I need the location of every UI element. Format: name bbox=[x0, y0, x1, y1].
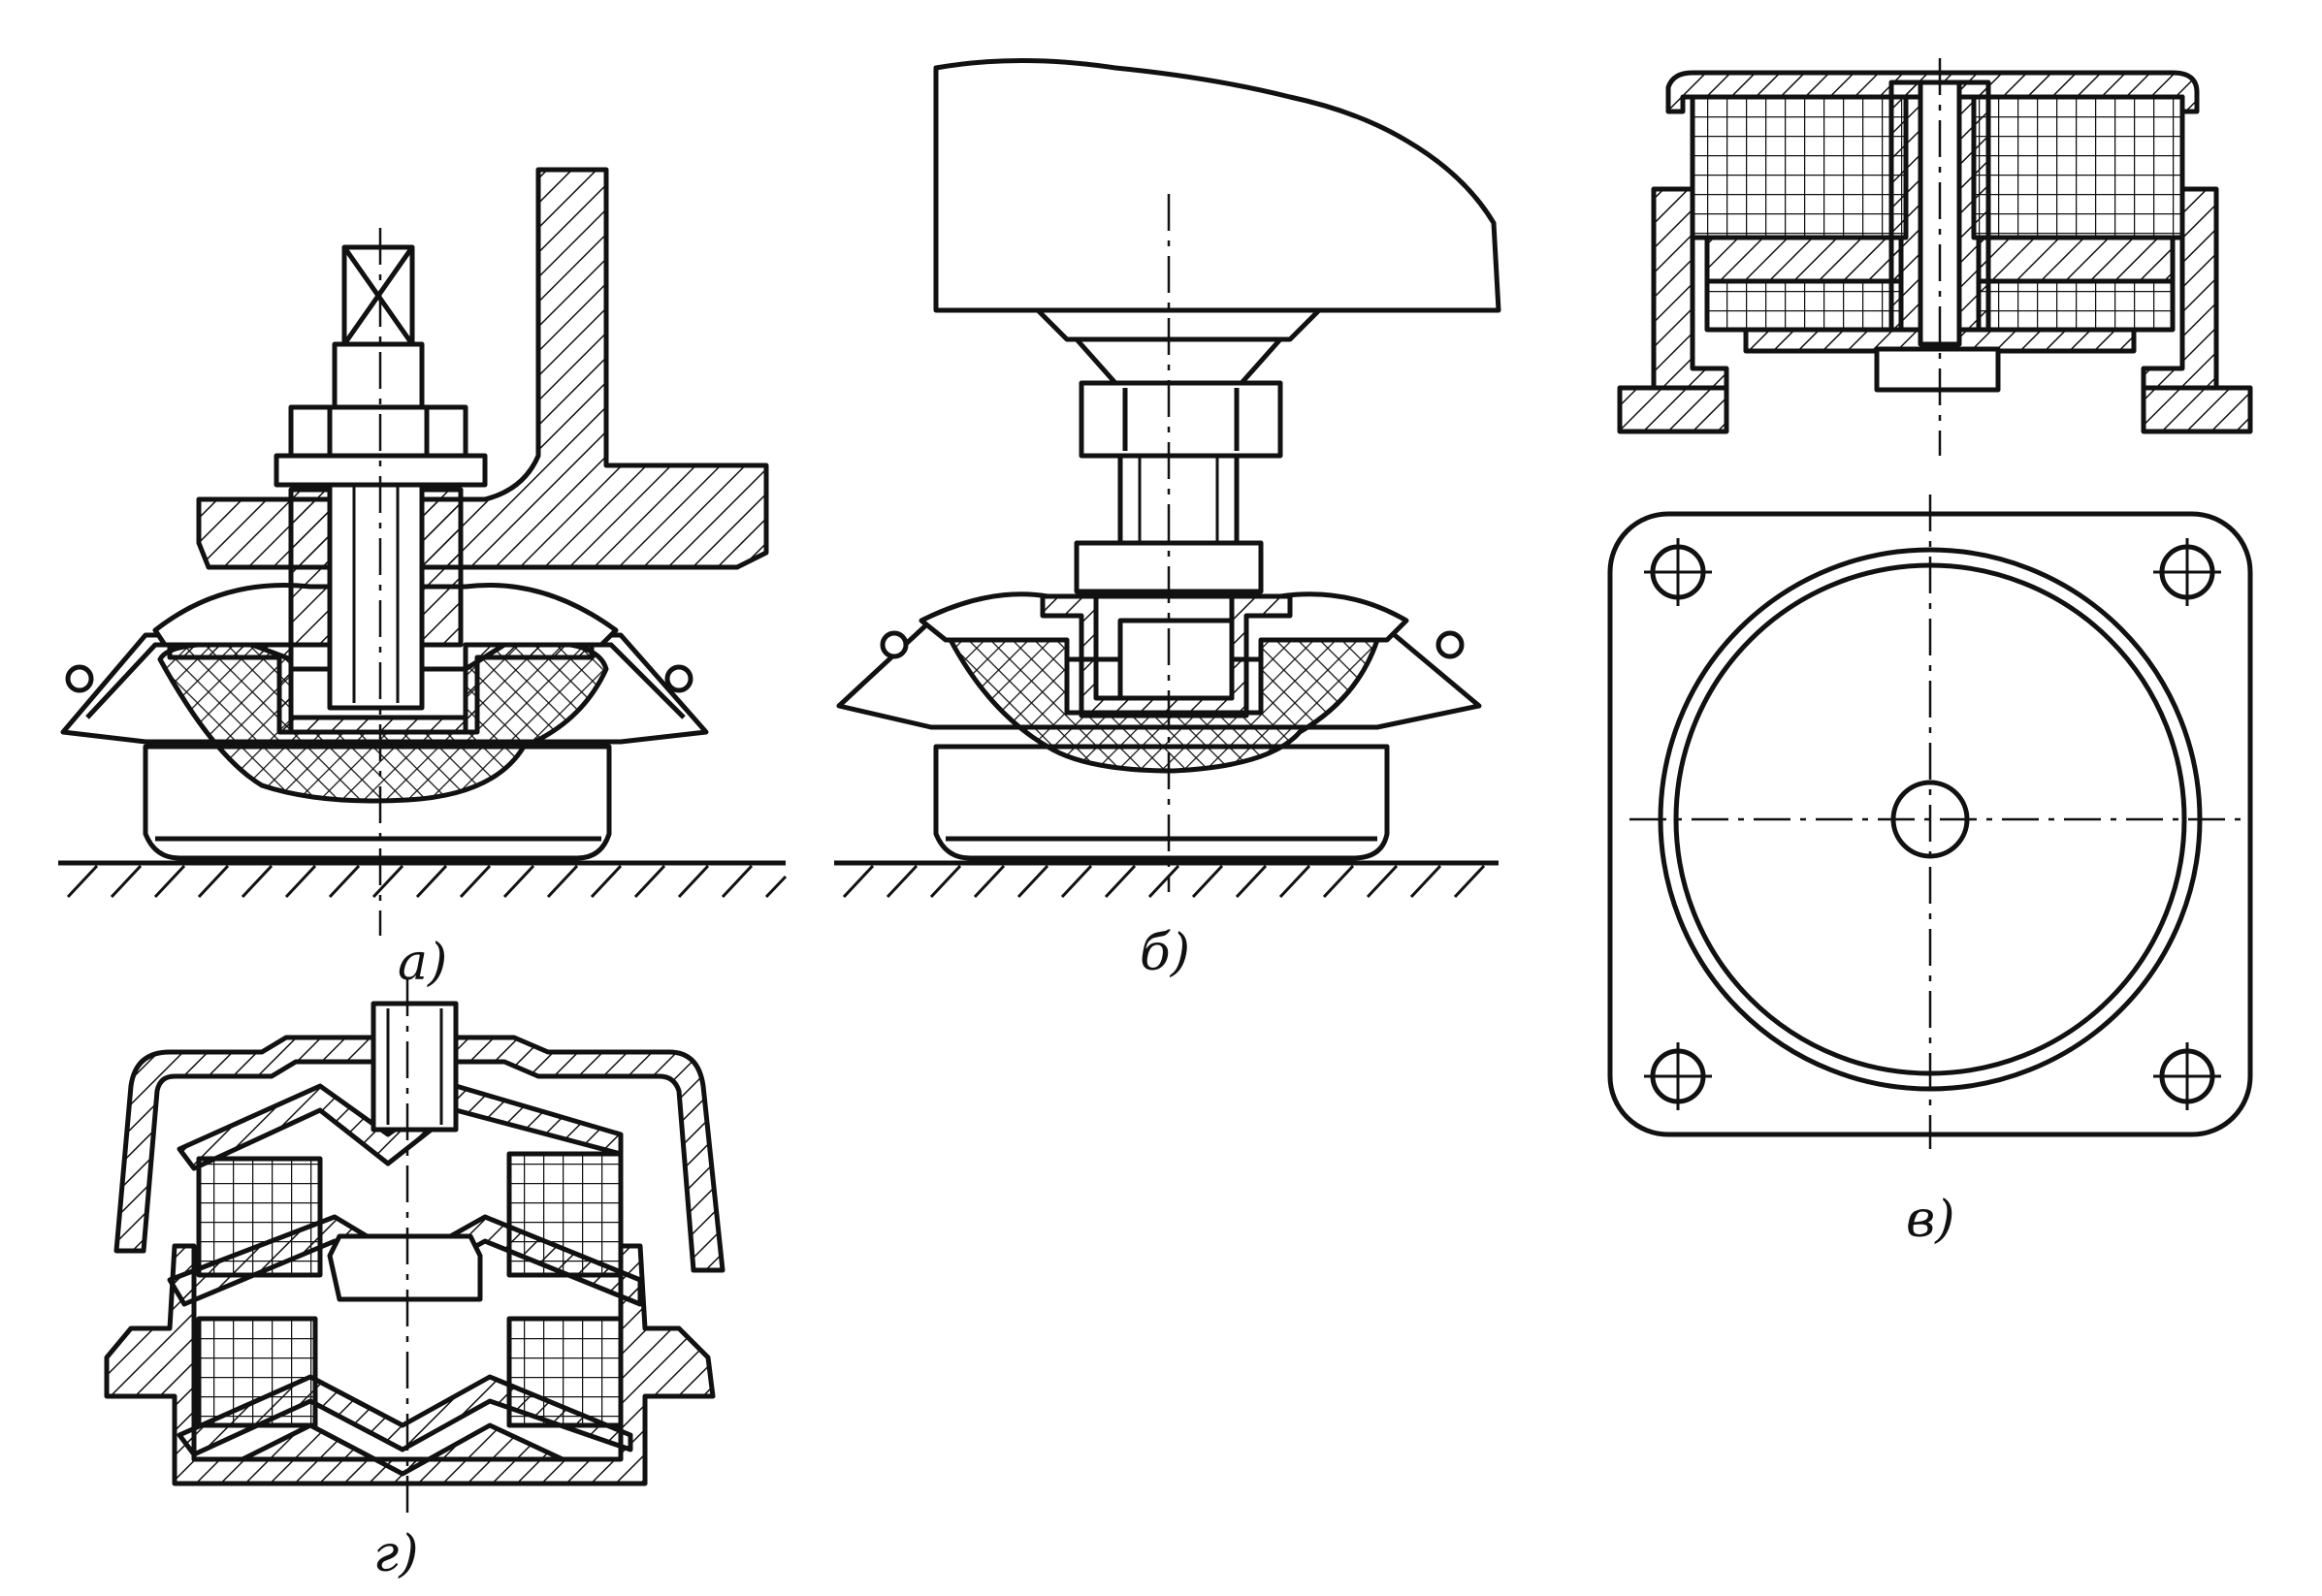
ground-hatching bbox=[842, 864, 1486, 899]
view-b: б) bbox=[834, 58, 1501, 982]
stud-lower bbox=[1117, 618, 1235, 701]
view-a: а) bbox=[58, 167, 788, 992]
caption-v: в) bbox=[1906, 1191, 1955, 1249]
stud-upper bbox=[332, 341, 425, 410]
sleeve-left bbox=[1888, 80, 1923, 333]
caption-b: б) bbox=[1140, 924, 1190, 982]
steel-insert bbox=[1040, 593, 1293, 718]
machine-frame bbox=[933, 58, 1501, 313]
bolt-head bbox=[1874, 346, 2001, 393]
steel-insert bbox=[167, 642, 595, 735]
ground-hatching bbox=[66, 864, 788, 899]
stud bbox=[327, 458, 425, 711]
top-nut bbox=[1079, 380, 1283, 459]
plan-view bbox=[1607, 495, 2253, 1149]
section-view bbox=[1617, 58, 2253, 456]
rubber-element bbox=[948, 637, 1380, 774]
center-insert bbox=[327, 1233, 483, 1302]
lower-housing bbox=[104, 1243, 716, 1486]
machine-bracket bbox=[196, 167, 769, 570]
view-v: в) bbox=[1607, 58, 2253, 1249]
caption-g: г) bbox=[373, 1525, 419, 1583]
mesh-right bbox=[1971, 94, 2185, 240]
base-housing bbox=[933, 744, 1390, 861]
stud bbox=[1117, 453, 1240, 546]
ball-seat bbox=[1074, 336, 1283, 386]
caption-a: а) bbox=[398, 934, 447, 992]
upper-cover bbox=[113, 1035, 726, 1273]
nut bbox=[288, 404, 468, 459]
sleeve-right bbox=[1956, 80, 1991, 333]
stud bbox=[371, 1001, 459, 1133]
view-g: г) bbox=[104, 979, 726, 1583]
mesh-left bbox=[1690, 94, 1909, 240]
